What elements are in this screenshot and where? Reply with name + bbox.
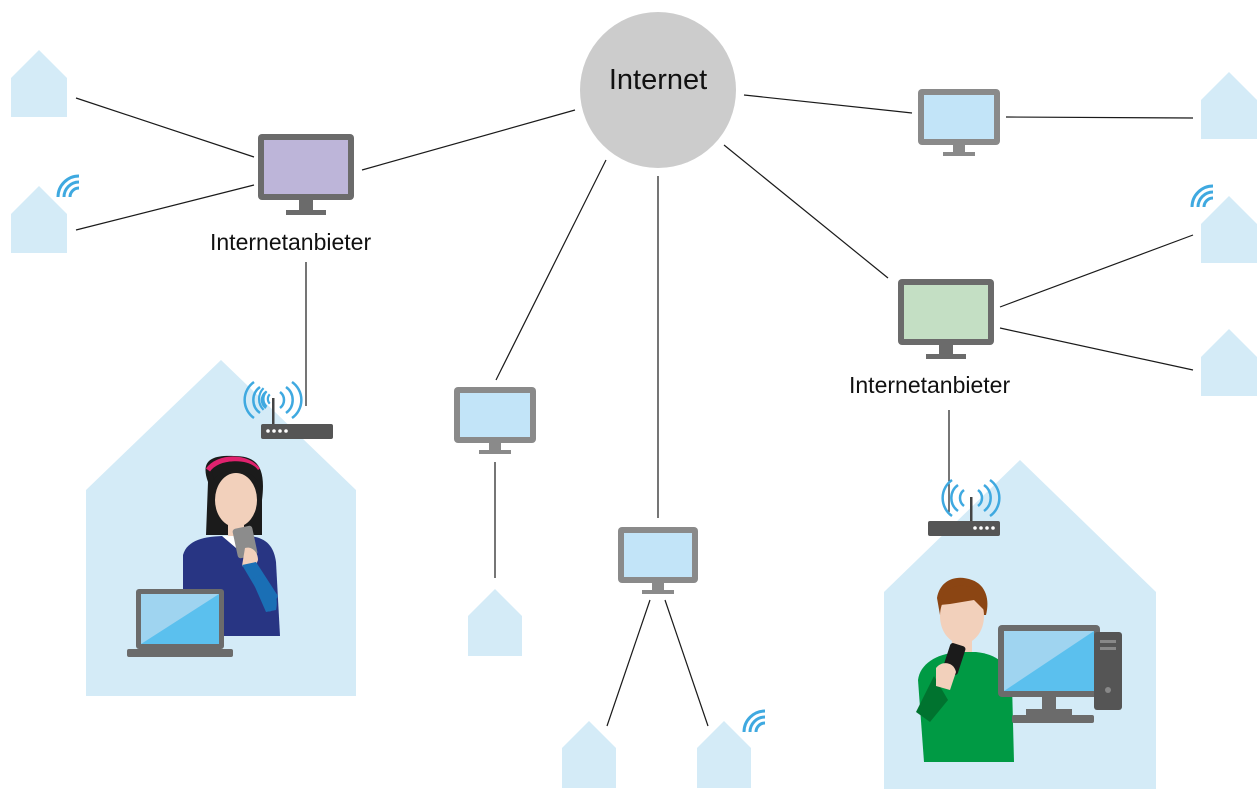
desktop-computer xyxy=(998,625,1122,723)
provider-left-label: Internetanbieter xyxy=(210,229,372,255)
provider-right-screen xyxy=(904,285,988,339)
link-internet-provider-right xyxy=(723,144,889,279)
link-house-tl1-provider-left xyxy=(75,97,255,158)
house-top-right-1 xyxy=(1201,72,1257,139)
woman-user xyxy=(183,455,280,636)
router-top-right xyxy=(918,89,1000,156)
link-provider-right-house-r3 xyxy=(999,327,1194,371)
man-user xyxy=(916,577,1014,762)
wlan-router-left xyxy=(243,380,333,439)
link-internet-router-mid-left xyxy=(495,159,607,381)
wifi-icon xyxy=(1190,184,1215,209)
router-mid-left xyxy=(454,387,536,454)
provider-left-monitor xyxy=(258,134,354,215)
link-internet-router-top-right xyxy=(743,94,913,114)
house-top-left-1 xyxy=(11,50,67,117)
link-router-top-right-house xyxy=(1005,116,1194,119)
link-internet-provider-left xyxy=(361,109,576,171)
wlan-router-right xyxy=(928,478,1001,536)
house-bottom-1 xyxy=(562,721,616,788)
provider-right-label: Internetanbieter xyxy=(849,372,1011,398)
internet-bubble xyxy=(580,12,736,168)
router-mid xyxy=(618,527,698,594)
laptop xyxy=(127,589,233,657)
house-right-2 xyxy=(1201,196,1257,263)
provider-right-monitor xyxy=(898,279,994,359)
house-top-left-2 xyxy=(11,186,67,253)
link-router-mid-house-b2 xyxy=(664,599,709,727)
link-house-tl2-provider-left xyxy=(75,184,255,231)
link-router-mid-house-b1 xyxy=(606,599,651,727)
connection-lines xyxy=(75,94,1194,727)
link-provider-right-house-r2 xyxy=(999,234,1194,308)
house-mid-left xyxy=(468,589,522,656)
wifi-icon xyxy=(742,709,767,734)
provider-left-screen xyxy=(264,140,348,194)
internet-label: Internet xyxy=(608,64,708,96)
wifi-icon xyxy=(56,174,81,199)
house-right-3 xyxy=(1201,329,1257,396)
house-bottom-2 xyxy=(697,721,751,788)
